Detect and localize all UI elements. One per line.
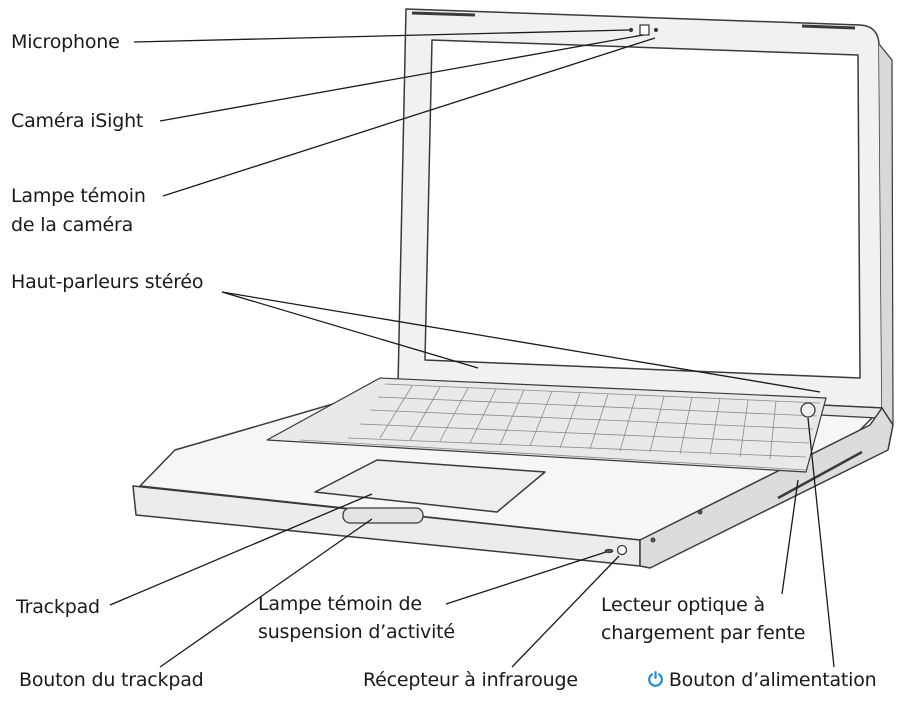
speaker-left <box>411 11 476 17</box>
camera <box>639 24 650 36</box>
label-power-button: ⏻Bouton d’alimentation <box>648 667 877 693</box>
label-trackpad: Trackpad <box>16 596 100 618</box>
label-stereo-speakers: Haut-parleurs stéréo <box>11 271 204 293</box>
label-microphone: Microphone <box>11 31 120 53</box>
label-ir-receiver: Récepteur à infrarouge <box>363 669 578 691</box>
base-side <box>639 407 894 569</box>
laptop-illustration <box>132 8 894 569</box>
callout-microphone <box>133 29 630 43</box>
ir-receiver <box>616 544 628 556</box>
trackpad-button <box>342 507 424 524</box>
label-camera-light-line2: de la caméra <box>11 214 134 236</box>
label-optical-drive-line1: Lecteur optique à <box>601 594 765 616</box>
callout-trackpad <box>109 493 373 606</box>
power-button <box>800 402 816 418</box>
power-icon: ⏻ <box>648 669 663 691</box>
keyboard-keys <box>299 383 821 471</box>
callout-trackpad-button <box>159 518 373 668</box>
callout-isight-camera <box>159 34 644 122</box>
label-isight-camera: Caméra iSight <box>11 110 144 132</box>
label-sleep-light-line1: Lampe témoin de <box>258 593 422 615</box>
label-trackpad-button: Bouton du trackpad <box>19 669 204 691</box>
sleep-light <box>604 548 614 554</box>
camera-light <box>653 27 659 33</box>
side-light <box>650 537 656 543</box>
label-sleep-light-line2: suspension d’activité <box>258 621 455 643</box>
callout-speakers-right <box>221 291 821 393</box>
callout-power-button <box>807 417 835 668</box>
callout-lines <box>109 29 835 668</box>
microphone-hole <box>628 27 634 33</box>
label-optical-drive-line2: chargement par fente <box>601 622 806 644</box>
callout-ir-receiver <box>511 555 620 668</box>
speaker-right <box>801 24 856 30</box>
side-port <box>697 509 703 515</box>
callout-camera-light <box>162 37 656 197</box>
callout-optical-drive <box>781 479 799 595</box>
keyboard-well <box>266 377 827 473</box>
optical-slot <box>777 450 863 500</box>
callout-sleep-light <box>445 551 607 605</box>
label-power-button-text: Bouton d’alimentation <box>668 669 877 691</box>
screen <box>424 39 861 379</box>
label-camera-light-line1: Lampe témoin <box>11 185 146 207</box>
callout-speakers-left <box>221 291 479 369</box>
trackpad <box>314 459 546 513</box>
